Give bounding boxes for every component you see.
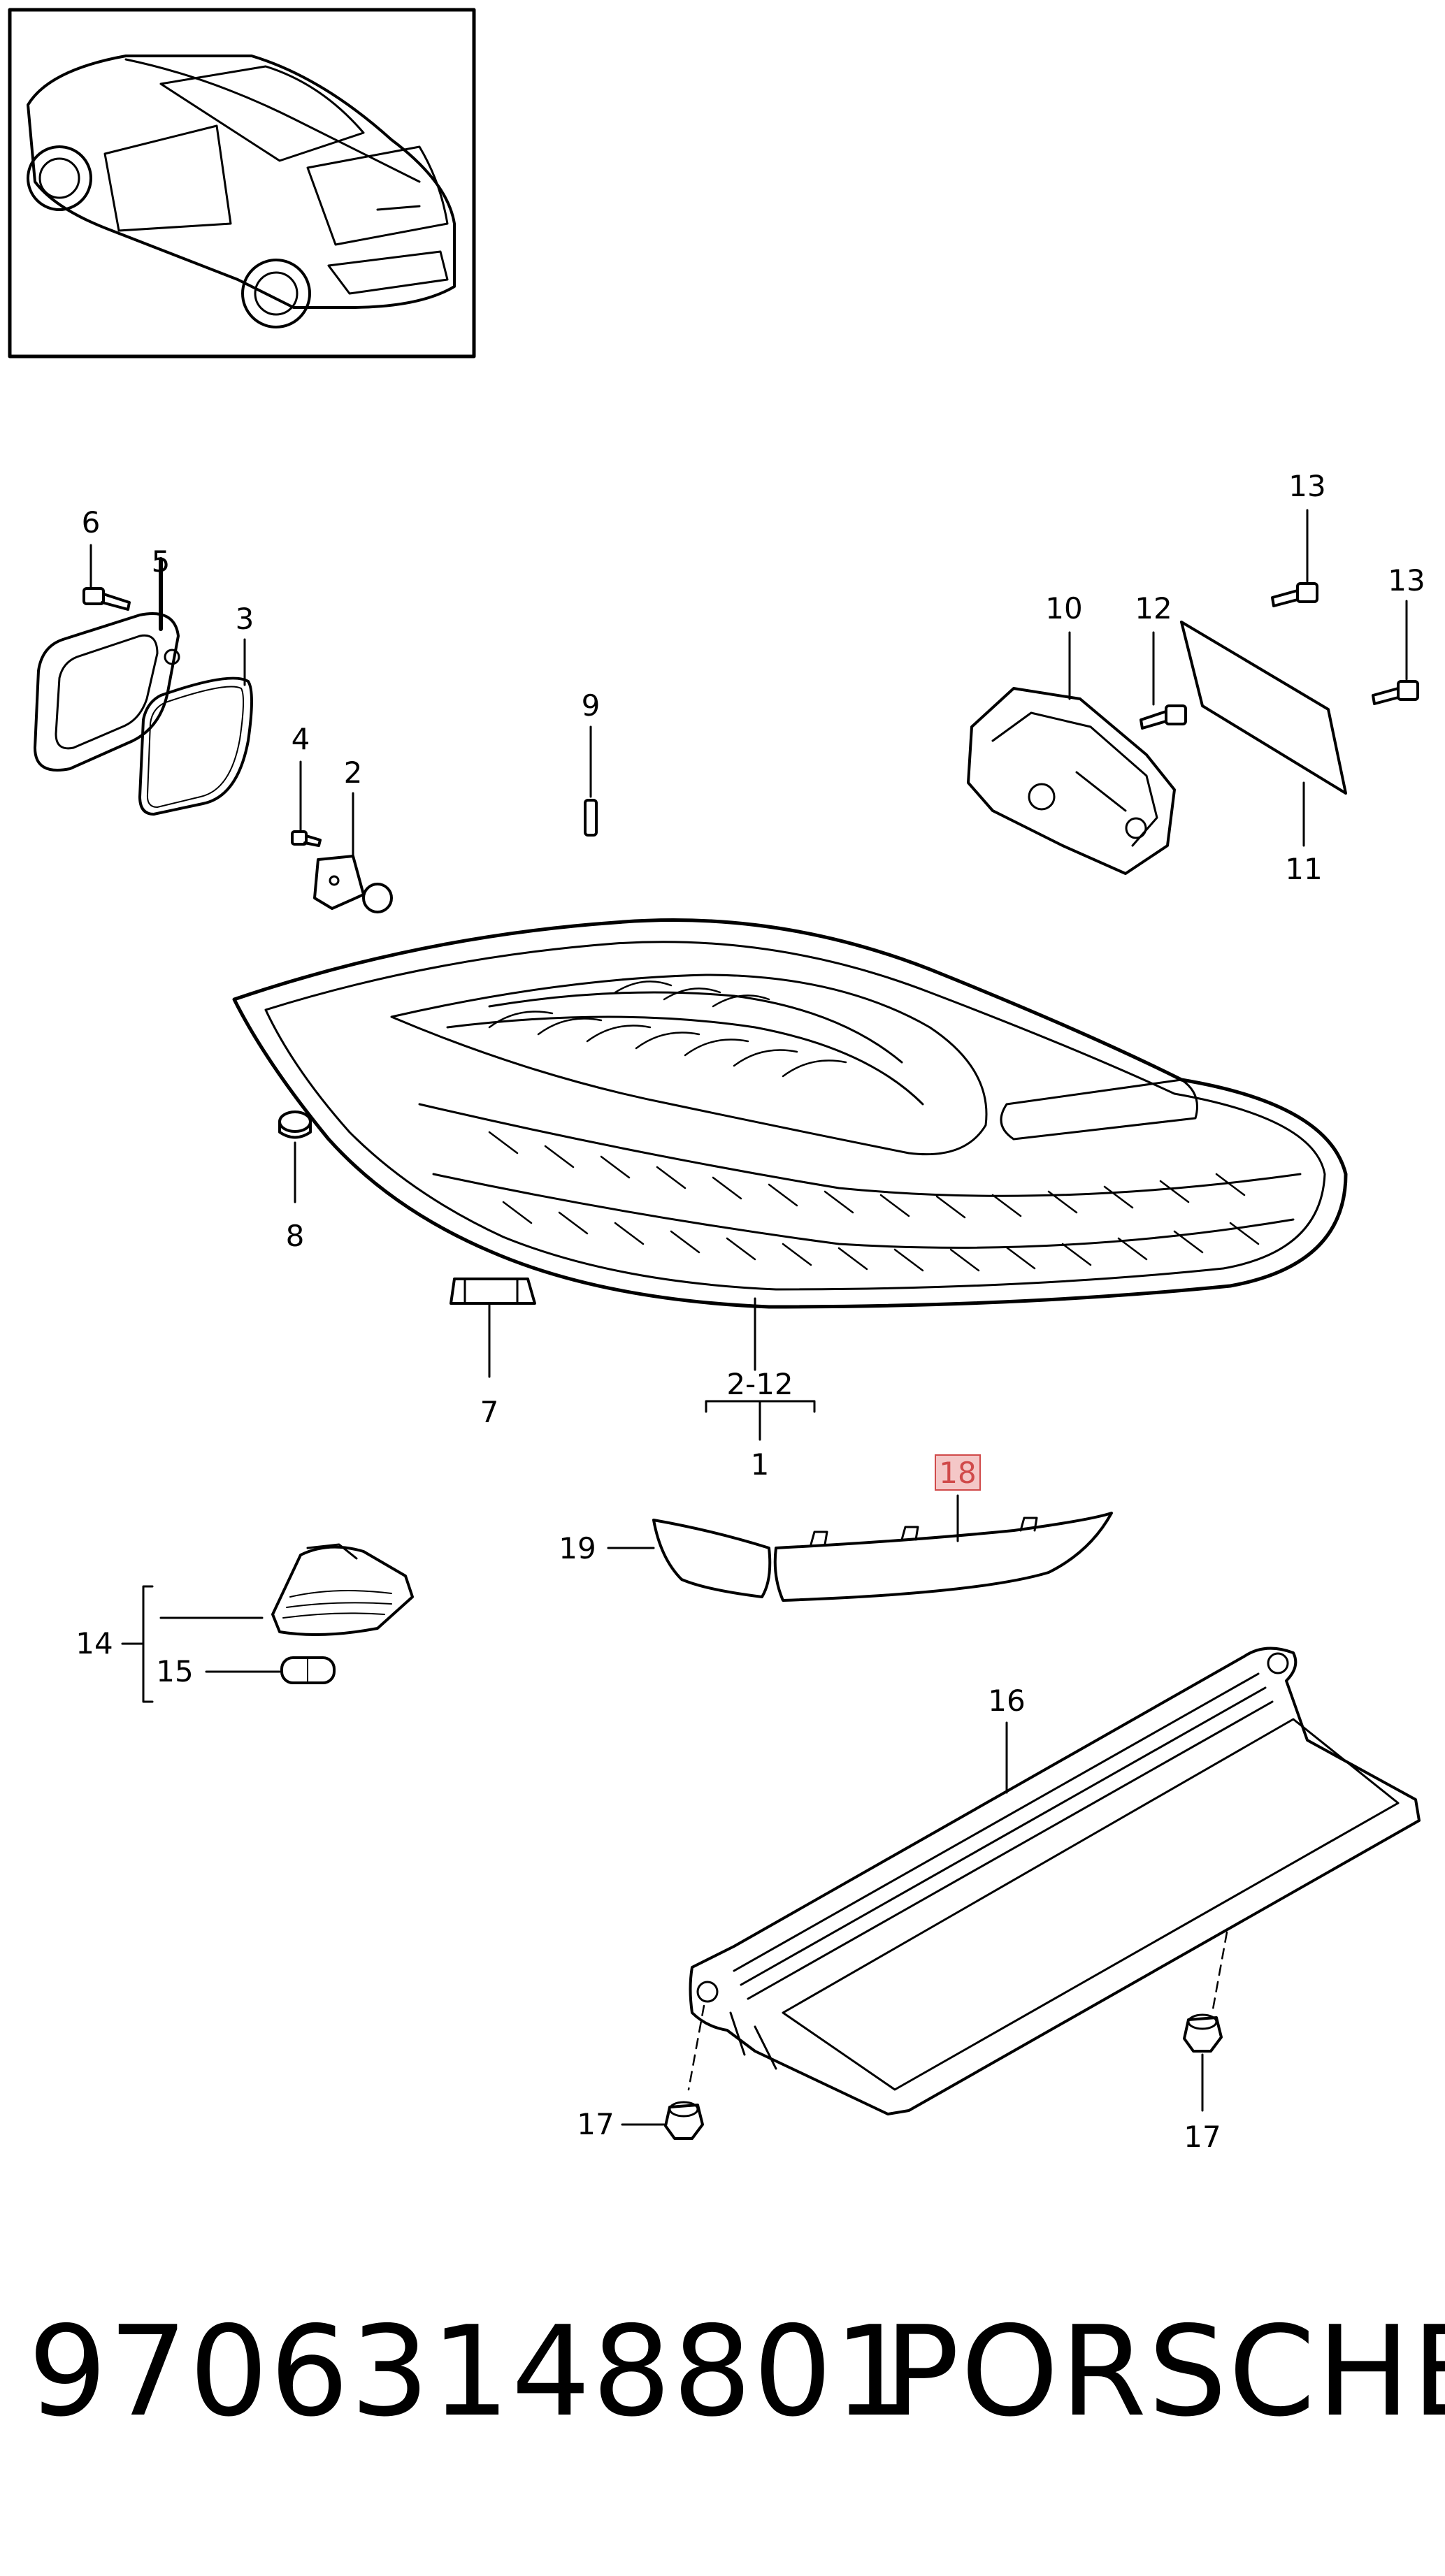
callout-5: 5 [152, 544, 171, 579]
part-number: 97063148801 [28, 2299, 914, 2444]
part-4-screw [291, 760, 322, 847]
callout-2-12: 2-12 [726, 1367, 793, 1401]
part-19-reflector [607, 1519, 772, 1598]
callout-12: 12 [1135, 591, 1172, 625]
callout-13-upper: 13 [1288, 469, 1325, 503]
part-7-clip [450, 1278, 536, 1378]
callout-18-highlight[interactable] [935, 1454, 981, 1491]
part-10-bracket [967, 631, 1176, 875]
callout-6: 6 [82, 505, 101, 540]
footer: 97063148801 PORSCHE [0, 2299, 1445, 2481]
part-12-screw [1140, 631, 1187, 730]
part-8-plug [278, 1110, 312, 1203]
callout-bracket-1 [705, 1400, 816, 1441]
part-5-frame [34, 557, 180, 772]
callout-1: 1 [751, 1447, 770, 1482]
callout-9: 9 [582, 688, 601, 723]
callout-11: 11 [1285, 852, 1322, 886]
callout-14: 14 [76, 1626, 113, 1660]
part-13-screw-right [1372, 600, 1419, 705]
part-11-plate [1180, 621, 1347, 847]
callout-8: 8 [286, 1219, 305, 1253]
part-14-license-lamp [121, 1543, 414, 1703]
part-6-screw [82, 544, 131, 611]
callout-2: 2 [344, 755, 363, 790]
callout-7: 7 [480, 1395, 499, 1429]
part-17-nut-left [621, 2101, 704, 2140]
part-16-brake-light [687, 1647, 1421, 2115]
callout-18[interactable]: 18 [939, 1456, 976, 1490]
part-3-gasket [138, 638, 253, 816]
vehicle-thumbnail [8, 8, 476, 359]
part-15-bulb [205, 1656, 336, 1684]
callout-17-left: 17 [577, 2107, 614, 2141]
callout-15: 15 [156, 1654, 193, 1688]
part-17-nut-right [1183, 2013, 1223, 2112]
part-9-pin [584, 725, 598, 837]
callout-19: 19 [559, 1531, 596, 1565]
part-13-screw-upper [1271, 509, 1318, 607]
part-2-bulb-holder [313, 792, 393, 913]
callout-17-right: 17 [1184, 2120, 1221, 2154]
callout-4: 4 [292, 722, 310, 756]
part-18-trim[interactable] [773, 1494, 1113, 1602]
brand-name: PORSCHE [884, 2299, 1445, 2444]
callout-16: 16 [988, 1684, 1025, 1718]
callout-10: 10 [1045, 591, 1082, 625]
callout-13-right: 13 [1388, 563, 1425, 598]
part-1-tail-lamp [232, 918, 1348, 1371]
callout-3: 3 [236, 602, 254, 636]
